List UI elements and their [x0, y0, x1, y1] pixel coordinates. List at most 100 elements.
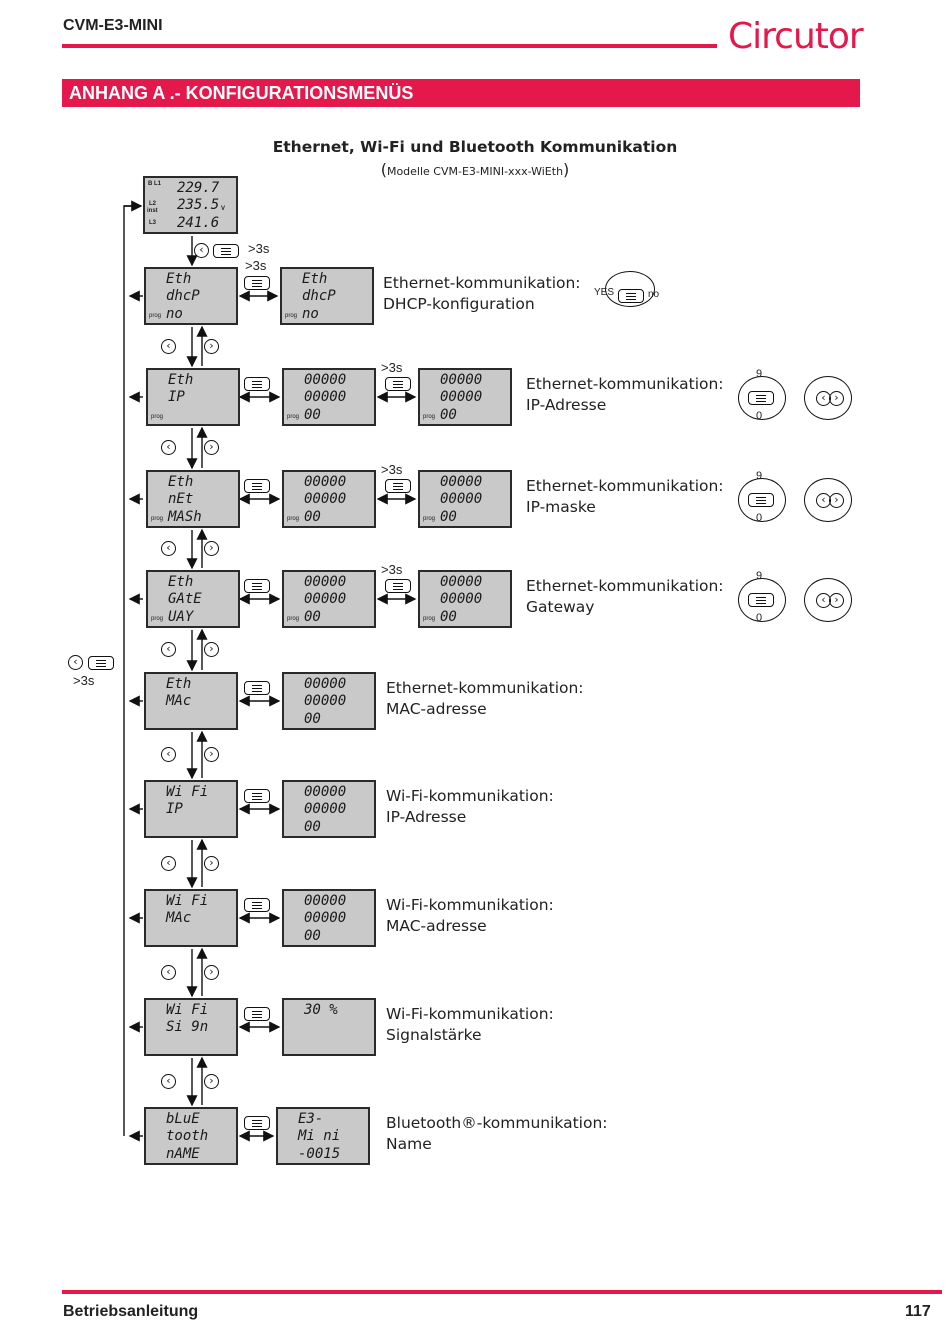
description-line: Ethernet-kommunikation: — [383, 274, 581, 292]
lcd-line: Eth — [302, 271, 328, 287]
item-description: Wi-Fi-kommunikation:MAC-adresse — [386, 895, 554, 937]
menu-key-icon — [748, 493, 774, 507]
lcd-line: 30 % — [304, 1002, 338, 1018]
lcd-line: 00000 — [440, 591, 483, 608]
description-line: MAC-adresse — [386, 917, 487, 935]
menu-key-icon — [244, 1116, 270, 1130]
next-key-icon: › — [204, 855, 219, 871]
lcd-line: 00000 — [304, 372, 347, 388]
lcd-line: 00000 — [440, 389, 483, 406]
prev-key-icon: ‹ — [161, 855, 176, 871]
hold-time-label: >3s — [245, 258, 267, 273]
prev-key-icon: ‹ — [161, 440, 176, 455]
description-line: Gateway — [526, 598, 595, 616]
lcd-line: 00000 — [440, 491, 483, 508]
lcd-line: 00 — [440, 608, 457, 625]
lcd-line: 00000 — [440, 372, 483, 388]
next-key-icon: › — [204, 338, 219, 354]
lcd-line: Wi Fi — [166, 893, 209, 909]
menu-key-icon — [385, 579, 411, 593]
menu-key-icon — [244, 681, 270, 695]
lcd-line: Eth — [166, 676, 192, 692]
menu-key-icon — [244, 789, 270, 803]
document-title: CVM-E3-MINI — [63, 17, 163, 34]
lcd-line: MAc — [166, 910, 192, 927]
lcd-line: 241.6 — [177, 214, 220, 231]
prog-indicator: prog — [287, 516, 300, 522]
next-key-icon: › — [204, 440, 219, 455]
lcd-line: 00 — [304, 927, 321, 944]
prev-key-icon: ‹ — [161, 964, 176, 980]
back-key-icon: ‹ — [194, 243, 209, 258]
prog-indicator: prog — [423, 414, 436, 420]
description-line: Ethernet-kommunikation: — [526, 375, 724, 393]
lcd-line: 00000 — [440, 574, 483, 590]
lcd-line: 00 — [440, 406, 457, 423]
prog-indicator: prog — [423, 516, 436, 522]
lcd-line: IP — [168, 389, 185, 406]
section-heading: ANHANG A .- KONFIGURATIONSMENÜS — [62, 79, 860, 107]
digit-min-label: 0 — [756, 612, 763, 624]
prog-indicator: prog — [285, 313, 298, 319]
digit-max-label: 9 — [756, 570, 763, 582]
lcd-line: no — [302, 305, 319, 322]
value-display-8: 30 % — [282, 998, 376, 1056]
menu-key-icon — [244, 898, 270, 912]
exit-hold-time-label: >3s — [73, 673, 95, 688]
lcd-line: 00000 — [304, 474, 347, 490]
lcd-line: UAY — [168, 608, 194, 625]
next-key-icon: › — [204, 541, 219, 556]
footer-label: Betriebsanleitung — [63, 1303, 199, 1320]
hold-time-label: >3s — [381, 462, 403, 477]
digit-min-label: 0 — [756, 512, 763, 524]
prev-key-icon: ‹ — [161, 747, 176, 762]
exit-back-key-icon: ‹ — [68, 655, 83, 670]
digit-cycle-icon — [738, 478, 786, 522]
next-key-icon: › — [204, 642, 219, 657]
diagram-subtitle: (Modelle CVM-E3-MINI-xxx-WiEth) — [380, 160, 570, 179]
diagram-title: Ethernet, Wi-Fi und Bluetooth Kommunikat… — [272, 138, 678, 156]
prog-indicator: prog — [287, 414, 300, 420]
lcd-line: E3- — [298, 1111, 324, 1127]
menu-key-icon — [385, 479, 411, 493]
description-line: IP-maske — [526, 498, 596, 516]
description-line: Bluetooth®-kommunikation: — [386, 1114, 608, 1132]
menu-key-icon — [244, 276, 270, 290]
item-description: Ethernet-kommunikation:MAC-adresse — [386, 678, 584, 720]
hold-time-label: >3s — [381, 562, 403, 577]
lcd-line: 00 — [304, 818, 321, 835]
lcd-line: 00000 — [304, 676, 347, 692]
prog-indicator: prog — [151, 516, 164, 522]
lcd-line: Eth — [166, 271, 192, 287]
display-tag: L2 — [149, 201, 157, 207]
lcd-line: no — [166, 305, 183, 322]
description-line: MAC-adresse — [386, 700, 487, 718]
cursor-cycle-icon — [804, 578, 852, 622]
lcd-line: Eth — [168, 574, 194, 590]
menu-key-icon — [244, 479, 270, 493]
lcd-line: 00000 — [304, 893, 347, 909]
lcd-line: dhcP — [166, 288, 200, 305]
menu-key-icon — [213, 244, 239, 258]
lcd-line: 00 — [304, 608, 321, 625]
display-tag: inst — [147, 208, 158, 214]
lcd-line: dhcP — [302, 288, 336, 305]
lcd-line: 00000 — [304, 389, 347, 406]
menu-key-icon — [385, 377, 411, 391]
description-line: Ethernet-kommunikation: — [526, 477, 724, 495]
lcd-line: 00000 — [304, 784, 347, 800]
